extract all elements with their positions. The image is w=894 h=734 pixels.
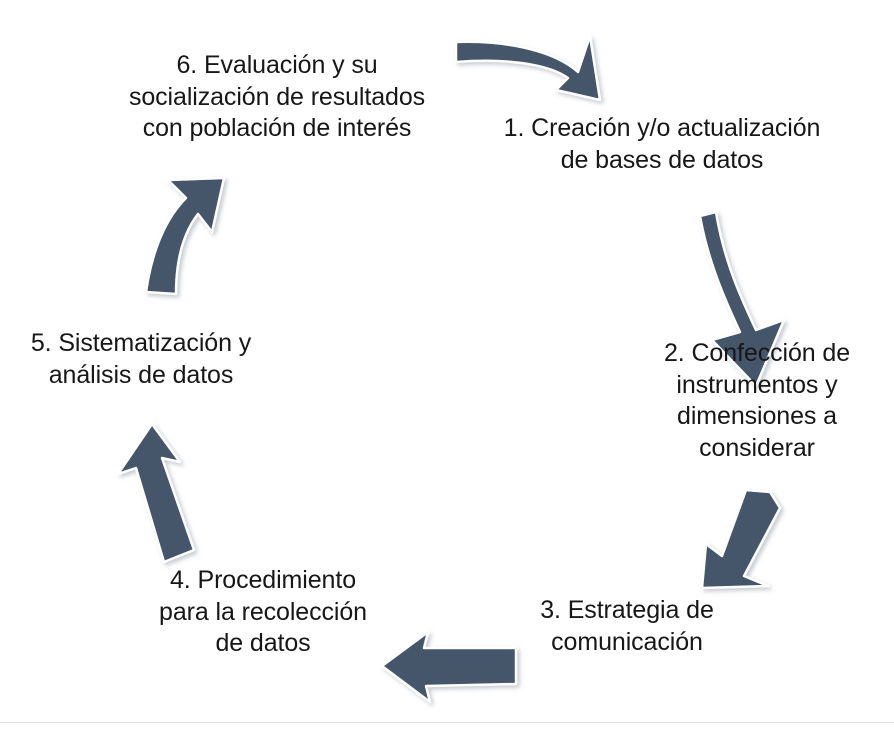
- arrow-4-to-5: [116, 422, 196, 564]
- cycle-node-1-label: 1. Creación y/o actualización de bases d…: [503, 114, 821, 174]
- cycle-node-2-label: 2. Confección de instrumentos y dimensio…: [663, 339, 851, 462]
- cycle-node-6-label: 6. Evaluación y su socialización de resu…: [128, 51, 426, 142]
- bottom-divider: [0, 722, 894, 723]
- arrow-6-to-1: [454, 34, 602, 102]
- cycle-node-5-label: 5. Sistematización y análisis de datos: [30, 329, 252, 389]
- cycle-node-3-label: 3. Estrategia de comunicación: [540, 596, 714, 656]
- arrow-5-to-6: [144, 176, 226, 296]
- arrow-2-to-3: [700, 488, 782, 590]
- cycle-node-4-label: 4. Procedimiento para la recolección de …: [159, 566, 367, 657]
